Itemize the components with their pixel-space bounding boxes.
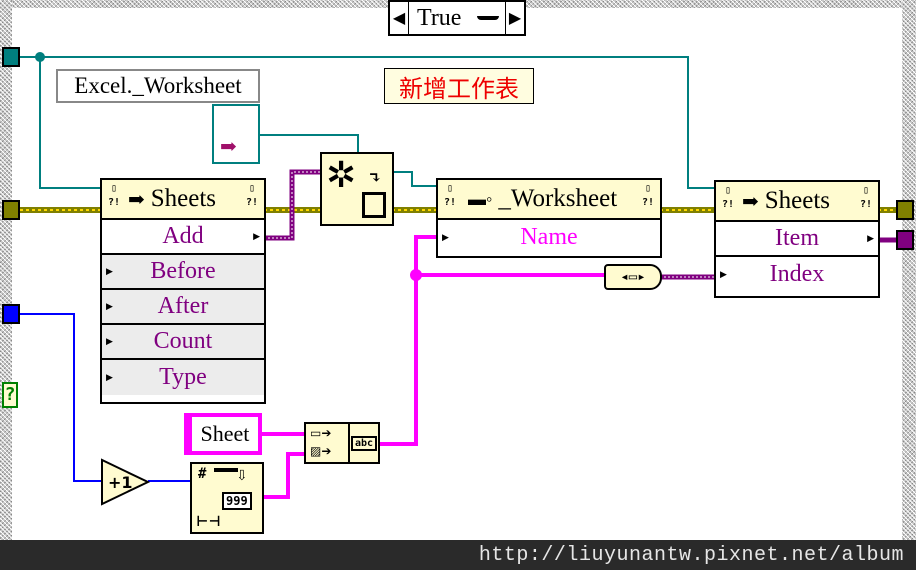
refnum-in-icon: ▯?! bbox=[108, 183, 121, 208]
numeric-wire-count bbox=[20, 313, 102, 482]
concat-output-icon: abc bbox=[350, 424, 378, 462]
invoke-arrow-icon: ➡ bbox=[220, 136, 237, 158]
property-item-label: Item bbox=[775, 225, 819, 251]
refnum-out-icon: ▯?! bbox=[246, 183, 259, 208]
sheets-invoke-node[interactable]: ▯?! ➡ Sheets ▯?! Add ▶ ▶ Before ▶ After ▶ Co… bbox=[100, 178, 266, 404]
refnum-wire-top bbox=[20, 56, 716, 189]
concatenate-strings-node[interactable]: ▭➔▨➔ abc bbox=[304, 422, 380, 464]
param-count[interactable]: ▶ Count bbox=[102, 325, 264, 360]
property-item[interactable]: Item ▶ bbox=[716, 222, 878, 257]
invoke-arrow-icon: ➡ bbox=[742, 190, 759, 213]
unknown-tunnel-left[interactable]: ? bbox=[2, 382, 18, 408]
param-count-label: Count bbox=[153, 328, 213, 354]
param-after-label: After bbox=[157, 293, 209, 319]
output-terminal-icon: ▶ bbox=[253, 231, 260, 241]
invoke-arrow-icon: ➡ bbox=[128, 188, 145, 211]
bend-arrow-icon: ↴ bbox=[368, 170, 382, 187]
down-arrow-icon: ⇩ bbox=[236, 469, 248, 484]
number-to-string-node[interactable]: # ⇩ 999 ⊢⊣ bbox=[190, 462, 264, 534]
sheets-invoke-header: ▯?! ➡ Sheets ▯?! bbox=[102, 180, 264, 220]
error-tunnel-left[interactable] bbox=[2, 200, 20, 220]
refnum-out-icon: ▯?! bbox=[642, 183, 655, 208]
width-icon: ⊢⊣ bbox=[196, 515, 221, 530]
sheet-string-constant[interactable]: Sheet bbox=[184, 413, 262, 455]
watermark-bar bbox=[0, 540, 916, 570]
refnum-constant[interactable]: ➡ bbox=[212, 104, 260, 164]
param-before-label: Before bbox=[150, 258, 216, 284]
class-name-constant[interactable]: Excel._Worksheet bbox=[56, 69, 260, 103]
comment-label: 新增工作表 bbox=[384, 68, 534, 104]
property-key-icon: ▬◦ bbox=[468, 188, 493, 209]
increment-label: +1 bbox=[108, 473, 133, 492]
digits-display: 999 bbox=[222, 492, 252, 510]
sheet-string-text: Sheet bbox=[200, 421, 250, 446]
input-terminal-icon: ▶ bbox=[442, 232, 449, 242]
gear-icon: ✲ bbox=[326, 155, 357, 195]
refnum-wire-left bbox=[39, 57, 102, 189]
wire-junction-string bbox=[410, 269, 422, 281]
worksheet-property-title: _Worksheet bbox=[498, 185, 618, 212]
property-name[interactable]: ▶ Name bbox=[438, 220, 660, 255]
increment-node[interactable]: +1 bbox=[100, 458, 150, 506]
refnum-in-icon: ▯?! bbox=[444, 183, 457, 208]
method-add[interactable]: Add ▶ bbox=[102, 220, 264, 255]
sheets-property-header: ▯?! ➡ Sheets ▯?! bbox=[716, 182, 878, 222]
case-selector[interactable]: ◀ True ▶ bbox=[388, 0, 526, 36]
input-terminal-icon: ▶ bbox=[106, 266, 113, 276]
param-before[interactable]: ▶ Before bbox=[102, 255, 264, 290]
input-terminal-icon: ▶ bbox=[720, 269, 727, 279]
sheets-property-node[interactable]: ▯?! ➡ Sheets ▯?! Item ▶ ▶ Index bbox=[714, 180, 880, 298]
right-arrow-icon[interactable]: ▶ bbox=[505, 2, 524, 34]
class-name-text: Excel._Worksheet bbox=[74, 73, 242, 98]
error-tunnel-right[interactable] bbox=[896, 200, 914, 220]
output-terminal-icon: ▶ bbox=[867, 233, 874, 243]
string-wire-name bbox=[380, 235, 438, 446]
input-terminal-icon: ▶ bbox=[106, 336, 113, 346]
wire-layer bbox=[20, 52, 896, 499]
param-type-label: Type bbox=[159, 364, 207, 390]
variant-tunnel-right[interactable] bbox=[896, 230, 914, 250]
param-type[interactable]: ▶ Type bbox=[102, 360, 264, 395]
case-selector-value: True bbox=[417, 4, 462, 31]
refnum-out-icon: ▯?! bbox=[860, 185, 873, 210]
method-add-label: Add bbox=[162, 223, 204, 249]
variant-wire-add bbox=[264, 169, 322, 241]
input-terminal-icon: ▶ bbox=[106, 372, 113, 382]
hash-icon: # bbox=[198, 466, 207, 482]
convert-arrow-icon bbox=[214, 468, 238, 472]
left-arrow-icon[interactable]: ◀ bbox=[390, 2, 409, 34]
refnum-in-icon: ▯?! bbox=[722, 185, 735, 210]
numeric-tunnel-left[interactable] bbox=[2, 304, 20, 324]
worksheet-property-node[interactable]: ▯?! ▬◦ _Worksheet ▯?! ▶ Name bbox=[436, 178, 662, 258]
new-refnum-wire bbox=[392, 171, 438, 187]
param-after[interactable]: ▶ After bbox=[102, 290, 264, 325]
string-wire-number bbox=[262, 452, 306, 499]
refnum-tunnel-left[interactable] bbox=[2, 47, 20, 67]
structure-frame-right bbox=[902, 0, 916, 540]
concat-inputs-icon: ▭➔▨➔ bbox=[306, 424, 350, 462]
sheets-property-title: Sheets bbox=[764, 187, 831, 214]
refnum-type-icon bbox=[362, 192, 386, 218]
sheets-invoke-title: Sheets bbox=[150, 185, 217, 212]
wire-junction bbox=[35, 52, 45, 62]
param-index[interactable]: ▶ Index bbox=[716, 257, 878, 292]
to-variant-node[interactable]: ◂▭▸ bbox=[604, 264, 662, 290]
variant-icon: ◂▭▸ bbox=[620, 269, 646, 285]
dropdown-icon[interactable] bbox=[477, 16, 499, 20]
variant-to-data-node[interactable]: ✲ ↴ bbox=[320, 152, 394, 226]
worksheet-property-header: ▯?! ▬◦ _Worksheet ▯?! bbox=[438, 180, 660, 220]
input-terminal-icon: ▶ bbox=[106, 301, 113, 311]
property-name-label: Name bbox=[520, 224, 578, 250]
watermark-url: http://liuyunantw.pixnet.net/album bbox=[478, 544, 904, 567]
class-wire bbox=[260, 134, 359, 155]
param-index-label: Index bbox=[769, 261, 825, 287]
